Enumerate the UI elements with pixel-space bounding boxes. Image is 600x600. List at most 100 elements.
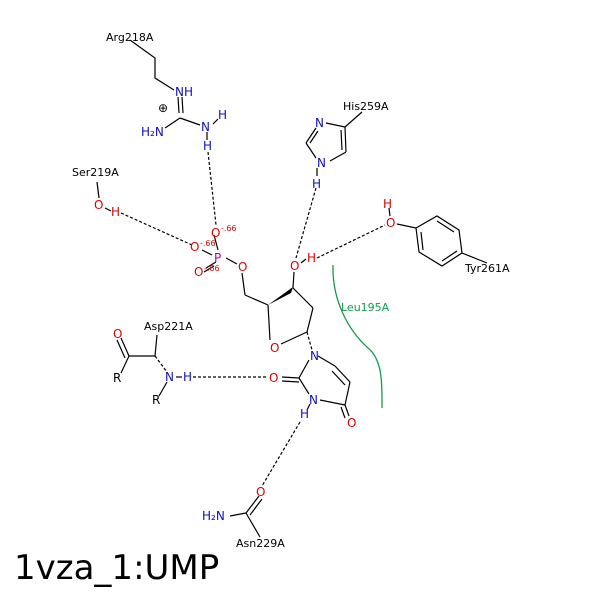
asp-co-bond xyxy=(120,337,130,357)
residue-label-ser219a: Ser219A xyxy=(72,166,119,179)
uracil-bond xyxy=(334,365,351,383)
atom-asp-n: N xyxy=(165,370,174,384)
p-o-bond xyxy=(225,257,238,265)
atom-asp-r2: R xyxy=(152,393,160,407)
residue-label-leu195a: Leu195A xyxy=(341,301,390,314)
tyr-oh-bond xyxy=(388,207,391,217)
uracil-bond xyxy=(319,399,346,406)
covalent-bonds xyxy=(96,39,488,538)
charge-phosphate-o3: -.66 xyxy=(204,264,220,273)
uracil-co-double-bond xyxy=(281,380,300,383)
arg-nh-bond xyxy=(212,118,219,125)
atom-ser-o: O xyxy=(94,198,103,212)
atom-phosphate-o2: O xyxy=(190,240,199,254)
c3-o3-bond xyxy=(292,271,295,289)
atom-arg-h1: H xyxy=(218,108,227,122)
arg-chain-bond xyxy=(129,39,175,91)
asn-co-double-bond xyxy=(249,498,263,516)
atom-uracil-h: H xyxy=(300,407,309,421)
uracil-bond xyxy=(317,355,336,367)
atom-o4: O xyxy=(270,341,279,355)
uracil-bond xyxy=(298,377,310,395)
atom-uracil-o2: O xyxy=(269,371,278,385)
c1-o4-bond xyxy=(280,331,308,345)
atom-phosphorus: P xyxy=(214,251,221,265)
uracil-nh-bond xyxy=(306,403,311,411)
uracil-co-bond xyxy=(281,376,300,379)
residue-label-asn229a: Asn229A xyxy=(236,537,285,550)
atom-his-n1: N xyxy=(315,116,324,130)
asp-chain-bond xyxy=(154,334,158,357)
asp-r-bond xyxy=(120,355,130,374)
tyr-ring-double-bond xyxy=(441,250,458,262)
asn-nh2-bond xyxy=(229,512,247,517)
residue-label-tyr261a: Tyr261A xyxy=(464,262,510,275)
asn-co-bond xyxy=(245,495,260,514)
arg-bond xyxy=(179,117,201,126)
o4-c4-bond xyxy=(267,304,271,341)
atom-o3: O xyxy=(290,259,299,273)
atom-asp-h: H xyxy=(183,370,192,384)
asp-n-r-bond xyxy=(158,381,168,397)
his-ring-bond xyxy=(305,142,317,159)
atom-uracil-o4: O xyxy=(347,416,356,430)
o3-h-bond xyxy=(300,258,307,264)
ser-oh-bond xyxy=(104,207,112,212)
atom-asn-o: O xyxy=(256,485,265,499)
atom-uracil-n3: N xyxy=(309,393,318,407)
charge-phosphate-o2: -.66 xyxy=(200,239,216,248)
hbond-his-o3 xyxy=(295,187,317,259)
atom-tyr-h: H xyxy=(383,197,392,211)
atom-asp-o: O xyxy=(113,327,122,341)
residue-label-arg218a: Arg218A xyxy=(106,31,154,44)
atom-his-h: H xyxy=(312,177,321,191)
atom-o3-h: H xyxy=(307,251,316,265)
atom-arg-nh: NH xyxy=(175,85,193,99)
atom-phosphate-o3: O xyxy=(194,265,203,279)
arg-bond xyxy=(181,96,184,114)
atom-asn-nh2: H₂N xyxy=(202,509,225,523)
uracil-co-double-bond xyxy=(340,406,346,419)
his-ring-double-bond xyxy=(309,130,319,144)
atom-arg-h2: H xyxy=(203,139,212,153)
his-ring-bond xyxy=(344,126,347,153)
c1-n1-stereo-bond xyxy=(306,331,313,351)
p-o-double-bond xyxy=(203,265,215,273)
arg-bond xyxy=(164,117,181,129)
his-ring-bond xyxy=(329,151,347,162)
his-ring-bond xyxy=(305,127,317,144)
his-chain-bond xyxy=(344,111,363,128)
atom-tyr-o: O xyxy=(386,216,395,230)
residue-label-asp221a: Asp221A xyxy=(144,320,193,333)
p-o-bond xyxy=(201,249,213,256)
his-ring-bond xyxy=(325,122,346,128)
his-ring-double-bond xyxy=(340,129,343,151)
uracil-double-bond xyxy=(331,370,346,386)
asp-ca-n-bond xyxy=(154,355,168,373)
c3-c2-bond xyxy=(292,287,314,309)
c4-c3-wedge-bond xyxy=(268,287,293,305)
uracil-bond xyxy=(344,381,351,406)
hbond-tyr-o3 xyxy=(316,224,386,259)
uracil-bond xyxy=(298,359,310,379)
asp-co-double-bond xyxy=(116,339,126,359)
page-title: 1vza_1:UMP xyxy=(14,548,220,588)
o5-c5-bond xyxy=(241,272,246,296)
hbond-asn-uracil xyxy=(261,421,301,487)
atom-arg-n: N xyxy=(201,120,210,134)
atom-arg-charge: ⊕ xyxy=(158,101,168,115)
atom-labels: NH ⊕ H₂N N H H N N H O H H O O -.66 O -.… xyxy=(94,85,395,523)
arg-double-bond xyxy=(177,96,180,114)
ser-chain-bond xyxy=(96,181,100,199)
tyr-chain-bond xyxy=(461,252,488,264)
tyr-ring xyxy=(415,215,463,267)
residue-labels: Arg218A Ser219A His259A Tyr261A Leu195A … xyxy=(72,31,510,550)
atom-o5: O xyxy=(238,260,247,274)
tyr-ring-double-bond xyxy=(436,220,455,233)
atom-phosphate-o1: O xyxy=(211,226,220,240)
charge-phosphate-o1: -.66 xyxy=(221,224,237,233)
hbond-arg-phosphate xyxy=(207,151,217,226)
c5-c4-bond xyxy=(244,294,269,306)
p-o-double-bond xyxy=(205,261,217,269)
